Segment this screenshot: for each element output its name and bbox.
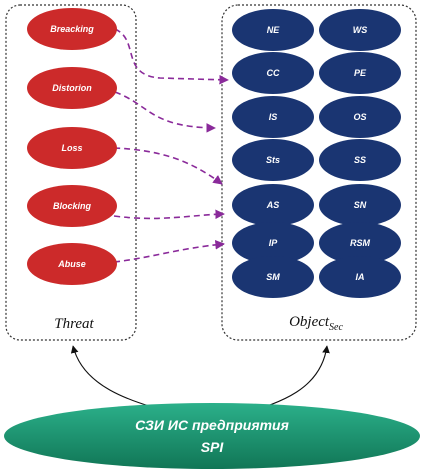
threat-connector-arrow <box>114 28 229 85</box>
object-node <box>319 52 401 94</box>
object-node <box>232 139 314 181</box>
object-node-label: RSM <box>350 238 371 248</box>
threat-node-label: Distorion <box>52 83 92 93</box>
object-node-label: PE <box>354 68 367 78</box>
threat-connector-arrow <box>114 91 216 133</box>
threat-connector-arrow <box>113 147 223 185</box>
object-node-label: AS <box>266 200 280 210</box>
base-label-line2: SPI <box>201 439 225 455</box>
object-node <box>232 256 314 298</box>
object-node <box>319 256 401 298</box>
base-label-line1: СЗИ ИС предприятия <box>135 417 289 433</box>
object-node <box>232 52 314 94</box>
object-node-label: IP <box>269 238 279 248</box>
object-node <box>319 222 401 264</box>
object-node-label: Sts <box>266 155 280 165</box>
object-container <box>221 4 417 341</box>
object-node-label: OS <box>353 112 366 122</box>
object-node <box>319 96 401 138</box>
object-node-label: NE <box>267 25 280 35</box>
threat-node <box>27 185 117 227</box>
object-node-label: SN <box>354 200 367 210</box>
threat-node-label: Breacking <box>50 24 94 34</box>
threat-node <box>27 243 117 285</box>
threat-caption: Threat <box>54 316 94 332</box>
object-items: NE WS CC PE IS OS Sts SS AS SN IP RSM SM IA <box>232 9 401 298</box>
threat-node <box>27 67 117 109</box>
object-node <box>232 222 314 264</box>
object-node <box>319 184 401 226</box>
object-node-label: SS <box>354 155 366 165</box>
threat-connector-arrow <box>113 209 225 220</box>
object-node <box>232 184 314 226</box>
threat-node-label: Abuse <box>57 259 86 269</box>
object-node-label: IA <box>356 272 365 282</box>
object-caption: ObjectSec <box>289 314 343 333</box>
object-caption-sub: Sec <box>329 322 343 333</box>
object-caption-main: Object <box>289 314 330 330</box>
object-node <box>319 139 401 181</box>
threat-node <box>27 127 117 169</box>
threat-connectors <box>113 28 229 263</box>
object-node <box>232 9 314 51</box>
object-node <box>232 96 314 138</box>
object-node-label: SM <box>266 272 280 282</box>
threat-node <box>27 8 117 50</box>
object-node-label: IS <box>269 112 278 122</box>
threat-container <box>5 4 137 341</box>
object-node <box>319 9 401 51</box>
threat-node-label: Blocking <box>53 201 92 211</box>
object-node-label: CC <box>267 68 280 78</box>
threat-connector-arrow <box>113 240 225 263</box>
object-node-label: WS <box>353 25 368 35</box>
base-ellipse <box>4 403 420 469</box>
threat-node-label: Loss <box>61 143 82 153</box>
